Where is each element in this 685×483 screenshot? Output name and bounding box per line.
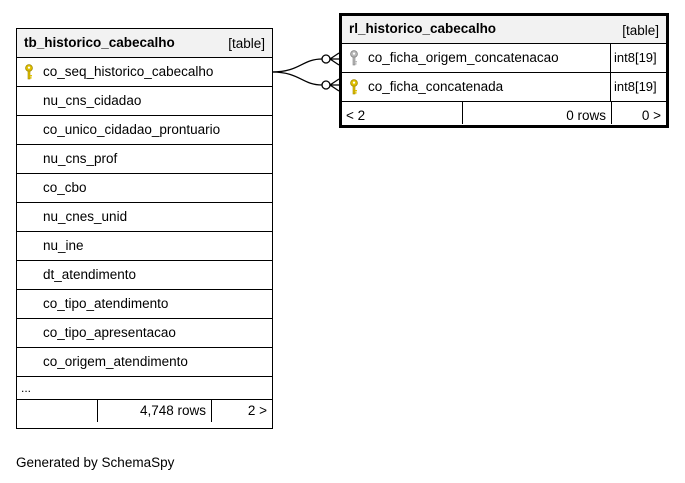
- parents-cell[interactable]: [17, 400, 98, 422]
- more-columns-ellipsis: ...: [17, 377, 272, 400]
- column-name: dt_atendimento: [43, 267, 137, 282]
- relationship-line-concatenada: [271, 71, 330, 86]
- crowfoot-origem: [329, 52, 340, 66]
- column-row[interactable]: nu_cnes_unid: [17, 203, 272, 232]
- optional-circle-concatenada: [321, 80, 331, 90]
- column-type: int8[19]: [610, 44, 666, 72]
- column-name: co_ficha_concatenada: [368, 79, 504, 94]
- gold-key-icon: [25, 64, 33, 80]
- children-count: 2 >: [247, 403, 267, 418]
- column-row[interactable]: co_tipo_atendimento: [17, 290, 272, 319]
- parents-cell[interactable]: < 2: [342, 102, 463, 124]
- table-header[interactable]: rl_historico_cabecalho [table]: [342, 16, 666, 44]
- rows-cell: 4,748 rows: [98, 400, 212, 422]
- column-row[interactable]: nu_cns_cidadao: [17, 87, 272, 116]
- relationship-line-origem: [271, 58, 330, 73]
- column-row[interactable]: co_ficha_concatenada int8[19]: [342, 73, 666, 102]
- column-name: nu_cnes_unid: [43, 209, 128, 224]
- column-name: co_tipo_apresentacao: [43, 325, 176, 340]
- table-header[interactable]: tb_historico_cabecalho [table]: [17, 29, 272, 58]
- column-row[interactable]: nu_cns_prof: [17, 145, 272, 174]
- column-row[interactable]: co_ficha_origem_concatenacao int8[19]: [342, 44, 666, 73]
- column-name: co_tipo_atendimento: [43, 296, 169, 311]
- table-footer: 4,748 rows 2 >: [17, 400, 272, 422]
- column-name: co_seq_historico_cabecalho: [43, 64, 214, 79]
- column-row[interactable]: co_origem_atendimento: [17, 348, 272, 377]
- table-name[interactable]: tb_historico_cabecalho: [24, 35, 175, 50]
- parents-count: < 2: [346, 108, 366, 123]
- column-name: co_origem_atendimento: [43, 354, 188, 369]
- column-name: nu_cns_cidadao: [43, 93, 142, 108]
- table-kind: [table]: [622, 23, 659, 38]
- children-count: 0 >: [641, 108, 661, 123]
- table-tb-historico-cabecalho[interactable]: tb_historico_cabecalho [table] co_seq_hi…: [16, 28, 273, 429]
- children-cell[interactable]: 0 >: [612, 102, 666, 124]
- row-count: 4,748 rows: [139, 403, 206, 418]
- table-kind: [table]: [228, 36, 265, 51]
- table-name[interactable]: rl_historico_cabecalho: [349, 21, 497, 36]
- gray-key-icon: [350, 50, 358, 66]
- column-row[interactable]: co_cbo: [17, 174, 272, 203]
- column-row[interactable]: nu_ine: [17, 232, 272, 261]
- column-row[interactable]: co_unico_cidadao_prontuario: [17, 116, 272, 145]
- row-count: 0 rows: [566, 108, 606, 123]
- rows-cell: 0 rows: [463, 102, 612, 124]
- column-name: co_ficha_origem_concatenacao: [368, 50, 559, 65]
- column-name: nu_cns_prof: [43, 151, 118, 166]
- gold-key-icon: [350, 79, 358, 95]
- crowfoot-concatenada: [329, 78, 340, 92]
- column-name: co_unico_cidadao_prontuario: [43, 122, 221, 137]
- column-row[interactable]: dt_atendimento: [17, 261, 272, 290]
- table-footer: < 2 0 rows 0 >: [342, 102, 666, 124]
- column-name: co_cbo: [43, 180, 87, 195]
- optional-circle-origem: [321, 54, 331, 64]
- children-cell[interactable]: 2 >: [212, 400, 272, 422]
- column-name: nu_ine: [43, 238, 84, 253]
- column-type: int8[19]: [610, 73, 666, 101]
- generated-by-label: Generated by SchemaSpy: [16, 455, 175, 470]
- table-rl-historico-cabecalho[interactable]: rl_historico_cabecalho [table] co_ficha_…: [339, 13, 669, 128]
- column-row[interactable]: co_tipo_apresentacao: [17, 319, 272, 348]
- column-row[interactable]: co_seq_historico_cabecalho: [17, 58, 272, 87]
